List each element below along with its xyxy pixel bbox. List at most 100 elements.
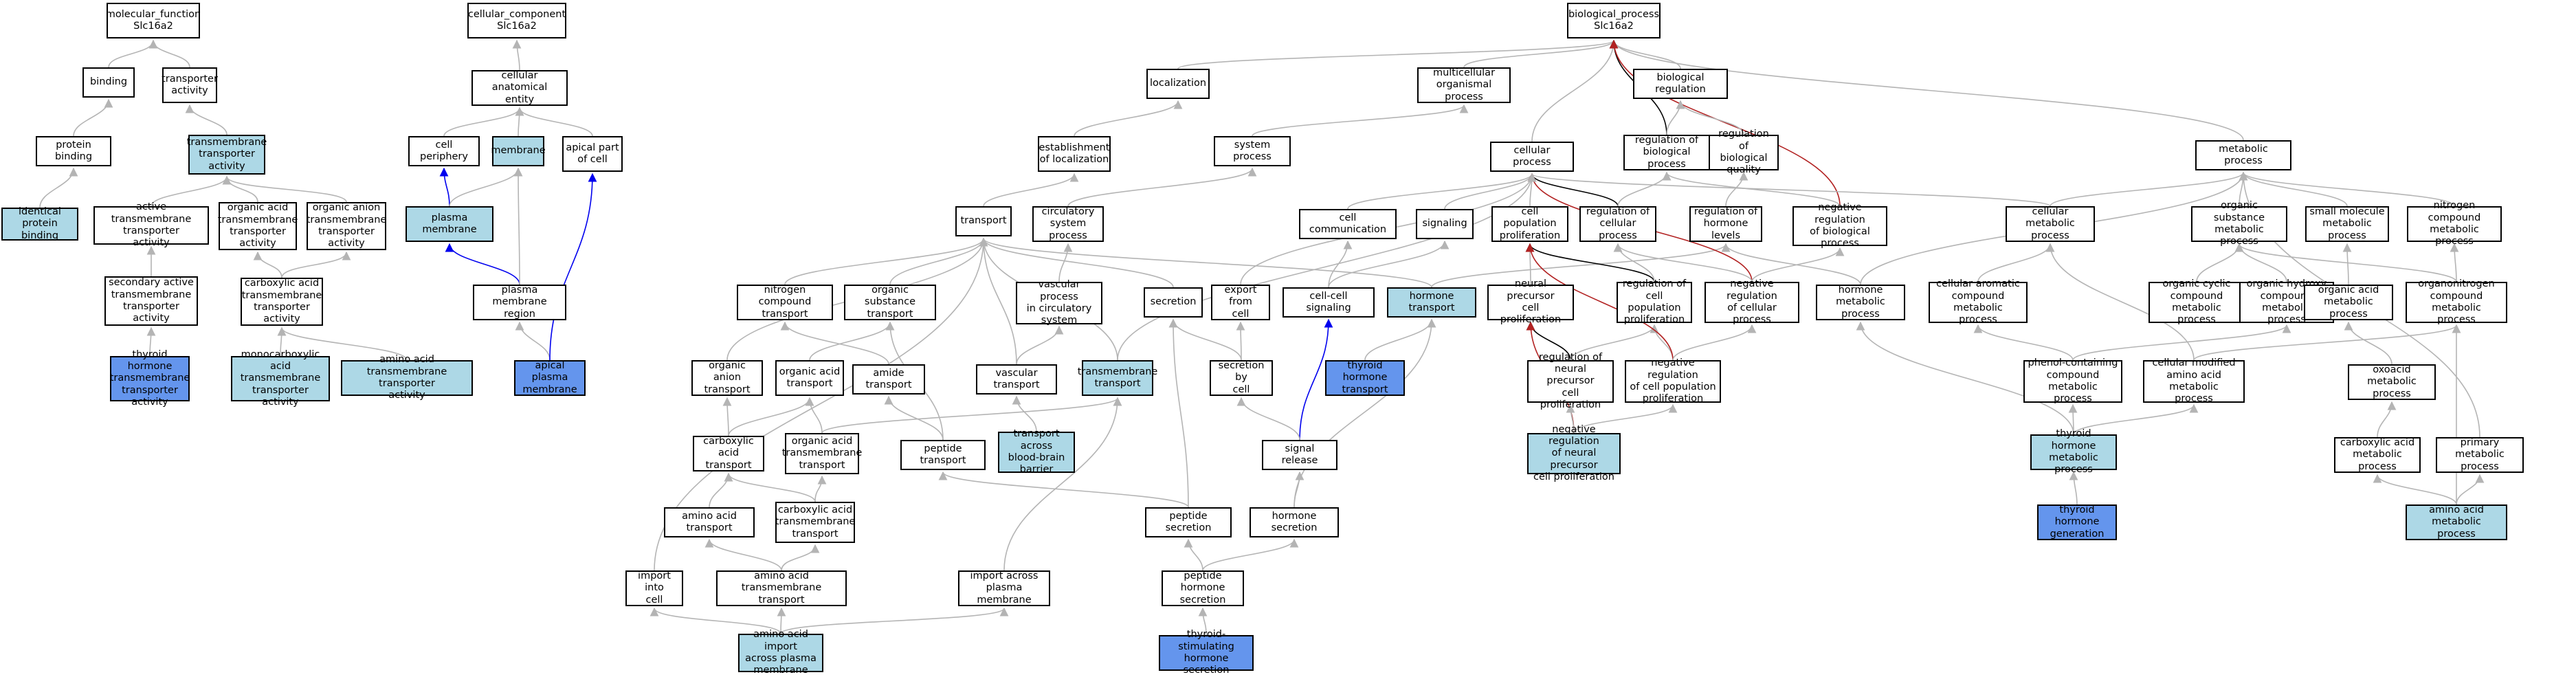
term-node-peptide-hormone-secretion[interactable]: peptide hormone secretion — [1162, 570, 1244, 606]
term-node-thyroid-hormone-tm[interactable]: thyroid hormone transmembrane transporte… — [109, 348, 190, 408]
term-node-organic-substance-transport[interactable]: organic substance transport — [844, 285, 936, 320]
term-node-cellular-metabolic[interactable]: cellular metabolic process — [2006, 206, 2095, 242]
term-node-cc[interactable]: cellular_component Slc16a2 — [467, 3, 566, 38]
term-node-transport-across-bbb[interactable]: transport across blood-brain barrier — [998, 428, 1075, 475]
term-node-cellular-modified-aa[interactable]: cellular modified amino acid metabolic p… — [2143, 357, 2245, 404]
term-node-reg-hormone-levels[interactable]: regulation of hormone levels — [1689, 206, 1762, 242]
term-node-reg-bio-process[interactable]: regulation of biological process — [1623, 135, 1710, 170]
term-node-organic-acid-tm-transport[interactable]: organic acid transmembrane transport — [782, 433, 862, 474]
term-node-thyroid-hormone-generation[interactable]: thyroid hormone generation — [2037, 504, 2117, 540]
term-node-cellular-anatomical-entity[interactable]: cellular anatomical entity — [471, 70, 568, 106]
term-node-neg-reg-neural-precursor[interactable]: negative regulation of neural precursor … — [1527, 424, 1621, 482]
term-node-secretion-by-cell[interactable]: secretion by cell — [1210, 360, 1273, 396]
term-node-import-across-pm[interactable]: import across plasma membrane — [958, 570, 1050, 606]
term-node-identical-protein-binding[interactable]: identical protein binding — [1, 206, 78, 241]
term-node-organic-substance-metabolic[interactable]: organic substance metabolic process — [2191, 200, 2287, 247]
term-node-amino-acid-import[interactable]: amino acid import across plasma membrane — [738, 629, 823, 676]
term-node-signaling[interactable]: signaling — [1416, 209, 1474, 239]
term-node-carboxylic-acid-transport[interactable]: carboxylic acid transport — [693, 436, 764, 471]
term-node-thyroid-hormone-transport[interactable]: thyroid hormone transport — [1325, 360, 1405, 396]
term-node-amino-acid-metabolic[interactable]: amino acid metabolic process — [2406, 504, 2507, 540]
term-node-secretion[interactable]: secretion — [1144, 287, 1203, 318]
term-node-system-process[interactable]: system process — [1214, 136, 1291, 166]
term-node-nitrogen-compound-metabolic[interactable]: nitrogen compound metabolic process — [2407, 200, 2502, 247]
term-node-neg-reg-cellular-process[interactable]: negative regulation of cellular process — [1705, 278, 1799, 325]
term-node-cell-pop-prolif[interactable]: cell population proliferation — [1491, 206, 1568, 242]
term-node-carboxylic-acid-tm-transport[interactable]: carboxylic acid transmembrane transport — [775, 502, 855, 543]
term-node-cell-periphery[interactable]: cell periphery — [408, 136, 480, 166]
term-node-reg-cell-pop-prolif[interactable]: regulation of cell population proliferat… — [1617, 278, 1692, 325]
term-node-transmembrane-transport[interactable]: transmembrane transport — [1078, 360, 1157, 396]
term-node-carboxylic-acid-tm[interactable]: carboxylic acid transmembrane transporte… — [241, 278, 323, 326]
term-node-small-molecule-metabolic[interactable]: small molecule metabolic process — [2305, 206, 2389, 242]
term-node-plasma-membrane[interactable]: plasma membrane — [406, 206, 493, 242]
term-node-organic-acid-tm-transporter[interactable]: organic acid transmembrane transporter a… — [217, 202, 298, 250]
term-node-active-tm-transporter[interactable]: active transmembrane transporter activit… — [93, 201, 209, 248]
term-node-neg-reg-bio-process[interactable]: negative regulation of biological proces… — [1792, 202, 1887, 249]
term-node-cell-communication[interactable]: cell communication — [1299, 209, 1397, 239]
term-node-membrane[interactable]: membrane — [491, 136, 546, 166]
term-node-amide-transport[interactable]: amide transport — [852, 364, 925, 395]
term-node-reg-bio-quality[interactable]: regulation of biological quality — [1709, 129, 1779, 175]
term-node-neg-reg-cell-pop-prolif[interactable]: negative regulation of cell population p… — [1625, 357, 1721, 404]
term-node-apical-part[interactable]: apical part of cell — [562, 136, 623, 172]
edge-neg-reg-bio-process-to-reg-bio-process — [1662, 171, 1841, 207]
term-node-binding[interactable]: binding — [82, 67, 135, 98]
term-node-protein-binding[interactable]: protein binding — [36, 136, 111, 166]
term-node-metabolic-process[interactable]: metabolic process — [2195, 140, 2291, 170]
term-node-multicellular[interactable]: multicellular organismal process — [1417, 67, 1511, 103]
edge-identical-protein-binding-to-protein-binding — [39, 167, 78, 208]
term-node-thyroid-hormone-metabolic[interactable]: thyroid hormone metabolic process — [2030, 428, 2117, 475]
term-node-import-into-cell[interactable]: import into cell — [625, 570, 683, 606]
term-node-organic-anion-tm-transporter[interactable]: organic anion transmembrane transporter … — [306, 202, 387, 250]
term-node-mf[interactable]: molecular_function Slc16a2 — [106, 3, 201, 38]
term-node-circulatory[interactable]: circulatory system process — [1032, 206, 1104, 242]
term-node-cell-cell-signaling[interactable]: cell-cell signaling — [1283, 287, 1375, 318]
term-node-organonitrogen[interactable]: organonitrogen compound metabolic proces… — [2406, 278, 2507, 325]
term-node-transport[interactable]: transport — [955, 206, 1012, 236]
edge-organic-substance-transport-to-transport — [889, 237, 988, 285]
term-node-oxoacid-metabolic[interactable]: oxoacid metabolic process — [2348, 364, 2436, 400]
term-node-phenol-containing[interactable]: phenol-containing compound metabolic pro… — [2023, 357, 2122, 404]
term-node-vascular-transport[interactable]: vascular transport — [976, 364, 1057, 395]
term-node-cellular-process[interactable]: cellular process — [1490, 142, 1574, 172]
term-node-localization[interactable]: localization — [1146, 69, 1210, 99]
term-node-tsh-secretion[interactable]: thyroid-stimulating hormone secretion — [1159, 629, 1254, 676]
term-node-peptide-secretion[interactable]: peptide secretion — [1145, 507, 1232, 537]
edge-circulatory-to-system-process — [1067, 167, 1257, 207]
term-node-tm-transporter-activity[interactable]: transmembrane transporter activity — [187, 135, 267, 175]
term-node-secondary-active-tm[interactable]: secondary active transmembrane transport… — [104, 276, 198, 326]
term-node-primary-metabolic[interactable]: primary metabolic process — [2436, 437, 2524, 473]
term-node-biological-regulation[interactable]: biological regulation — [1633, 69, 1728, 99]
term-node-bp[interactable]: biological_process Slc16a2 — [1567, 3, 1661, 38]
term-node-amino-acid-tm-transport[interactable]: amino acid transmembrane transport — [716, 570, 847, 606]
term-node-signal-release[interactable]: signal release — [1262, 440, 1337, 470]
term-node-monocarboxylic-tm[interactable]: monocarboxylic acid transmembrane transp… — [231, 349, 330, 408]
term-node-reg-cellular-process[interactable]: regulation of cellular process — [1579, 206, 1656, 242]
term-node-organic-acid-transport[interactable]: organic acid transport — [775, 360, 844, 396]
term-node-hormone-transport[interactable]: hormone transport — [1387, 287, 1476, 318]
term-node-transporter-activity[interactable]: transporter activity — [162, 67, 218, 103]
term-node-plasma-membrane-region[interactable]: plasma membrane region — [473, 285, 566, 320]
term-node-peptide-transport[interactable]: peptide transport — [900, 440, 986, 470]
term-node-organic-acid-metabolic[interactable]: organic acid metabolic process — [2304, 285, 2393, 320]
term-node-hormone-secretion[interactable]: hormone secretion — [1250, 507, 1339, 537]
term-node-nitrogen-compound-transport[interactable]: nitrogen compound transport — [737, 285, 833, 320]
term-node-apical-plasma-membrane[interactable]: apical plasma membrane — [514, 360, 586, 396]
edge-multicellular-to-bp — [1463, 39, 1619, 68]
term-node-hormone-metabolic[interactable]: hormone metabolic process — [1816, 285, 1905, 320]
term-node-amino-acid-transport[interactable]: amino acid transport — [664, 507, 755, 537]
term-node-organic-cyclic[interactable]: organic cyclic compound metabolic proces… — [2148, 278, 2245, 325]
edge-reg-bio-quality-to-biological-regulation — [1676, 100, 1744, 135]
edge-peptide-hormone-secretion-to-peptide-secretion — [1184, 538, 1203, 571]
term-node-export-from-cell[interactable]: export from cell — [1211, 285, 1270, 320]
term-node-amino-acid-tm-activity[interactable]: amino acid transmembrane transporter act… — [341, 354, 473, 401]
term-node-organic-anion-transport[interactable]: organic anion transport — [691, 360, 763, 396]
term-node-reg-neural-precursor[interactable]: regulation of neural precursor cell prol… — [1527, 352, 1614, 410]
term-node-vascular-process[interactable]: vascular process in circulatory system — [1016, 279, 1102, 326]
edge-cellular-anatomical-entity-to-cc — [512, 39, 522, 71]
term-node-establishment-localization[interactable]: establishment of localization — [1038, 136, 1111, 172]
term-node-neural-precursor-prolif[interactable]: neural precursor cell proliferation — [1487, 278, 1574, 325]
term-node-carboxylic-acid-metabolic[interactable]: carboxylic acid metabolic process — [2334, 437, 2421, 473]
term-node-cellular-aromatic[interactable]: cellular aromatic compound metabolic pro… — [1929, 278, 2028, 325]
